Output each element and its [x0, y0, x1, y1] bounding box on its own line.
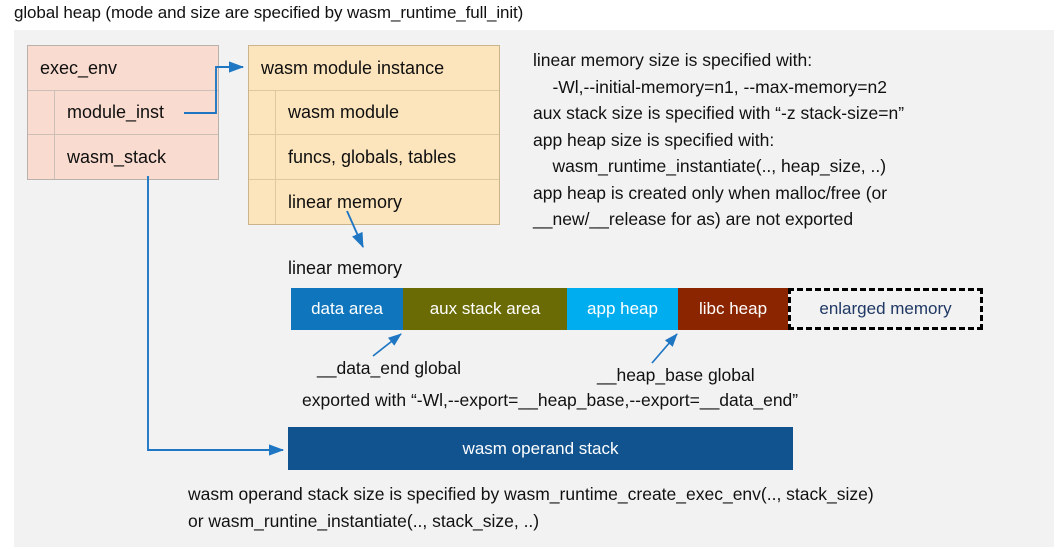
memory-segment-aux-stack-area: aux stack area	[403, 288, 567, 330]
linear-memory-caption: linear memory	[288, 258, 403, 278]
wasm-module-instance-box: wasm module instance wasm module funcs, …	[248, 45, 500, 225]
wasm-operand-stack-bar: wasm operand stack	[288, 427, 793, 470]
exec-env-header-label: exec_env	[40, 57, 118, 78]
memory-segment-libc-heap: libc heap	[678, 288, 788, 330]
export-flags-annotation: exported with “-Wl,--export=__heap_base,…	[302, 390, 799, 410]
indent-spacer	[249, 135, 276, 179]
wasm-stack-label: wasm_stack	[67, 146, 167, 167]
data-end-annotation: __data_end global	[317, 358, 462, 378]
memory-segment-label: data area	[311, 299, 383, 318]
exec-env-row-wasm-stack: wasm_stack	[28, 135, 218, 179]
funcs-globals-tables-label: funcs, globals, tables	[288, 146, 457, 167]
memory-segment-app-heap: app heap	[567, 288, 678, 330]
heap-base-annotation: __heap_base global	[597, 365, 755, 385]
memory-segment-label: aux stack area	[429, 299, 541, 318]
indent-spacer	[28, 135, 55, 179]
page-title: global heap (mode and size are specified…	[14, 3, 524, 22]
linear-memory-notes: linear memory size is specified with: -W…	[533, 50, 905, 229]
module-inst-label: module_inst	[67, 102, 165, 122]
wasm-operand-stack-note: wasm operand stack size is specified by …	[188, 484, 874, 531]
exec-env-row-module-inst: module_inst	[28, 91, 218, 135]
indent-spacer	[28, 91, 55, 134]
exec-env-box: exec_env module_inst wasm_stack	[27, 45, 219, 180]
wasm-module-label: wasm module	[288, 102, 400, 122]
linear-memory-row-label: linear memory	[288, 191, 403, 212]
module-instance-row-funcs-globals-tables: funcs, globals, tables	[249, 135, 499, 180]
indent-spacer	[249, 91, 276, 134]
exec-env-header: exec_env	[28, 46, 218, 91]
module-instance-header-label: wasm module instance	[261, 57, 445, 78]
memory-segment-label: app heap	[587, 299, 658, 318]
wasm-operand-stack-label: wasm operand stack	[462, 438, 619, 458]
memory-segment-label: libc heap	[698, 299, 768, 318]
memory-segment-enlarged-memory: enlarged memory	[788, 288, 983, 330]
module-instance-row-linear-memory: linear memory	[249, 180, 499, 224]
linear-memory-bar: data area aux stack area app heap libc h…	[291, 288, 983, 330]
memory-segment-data-area: data area	[291, 288, 403, 330]
module-instance-header: wasm module instance	[249, 46, 499, 91]
module-instance-row-wasm-module: wasm module	[249, 91, 499, 135]
memory-segment-label: enlarged memory	[819, 299, 952, 318]
indent-spacer	[249, 180, 276, 224]
